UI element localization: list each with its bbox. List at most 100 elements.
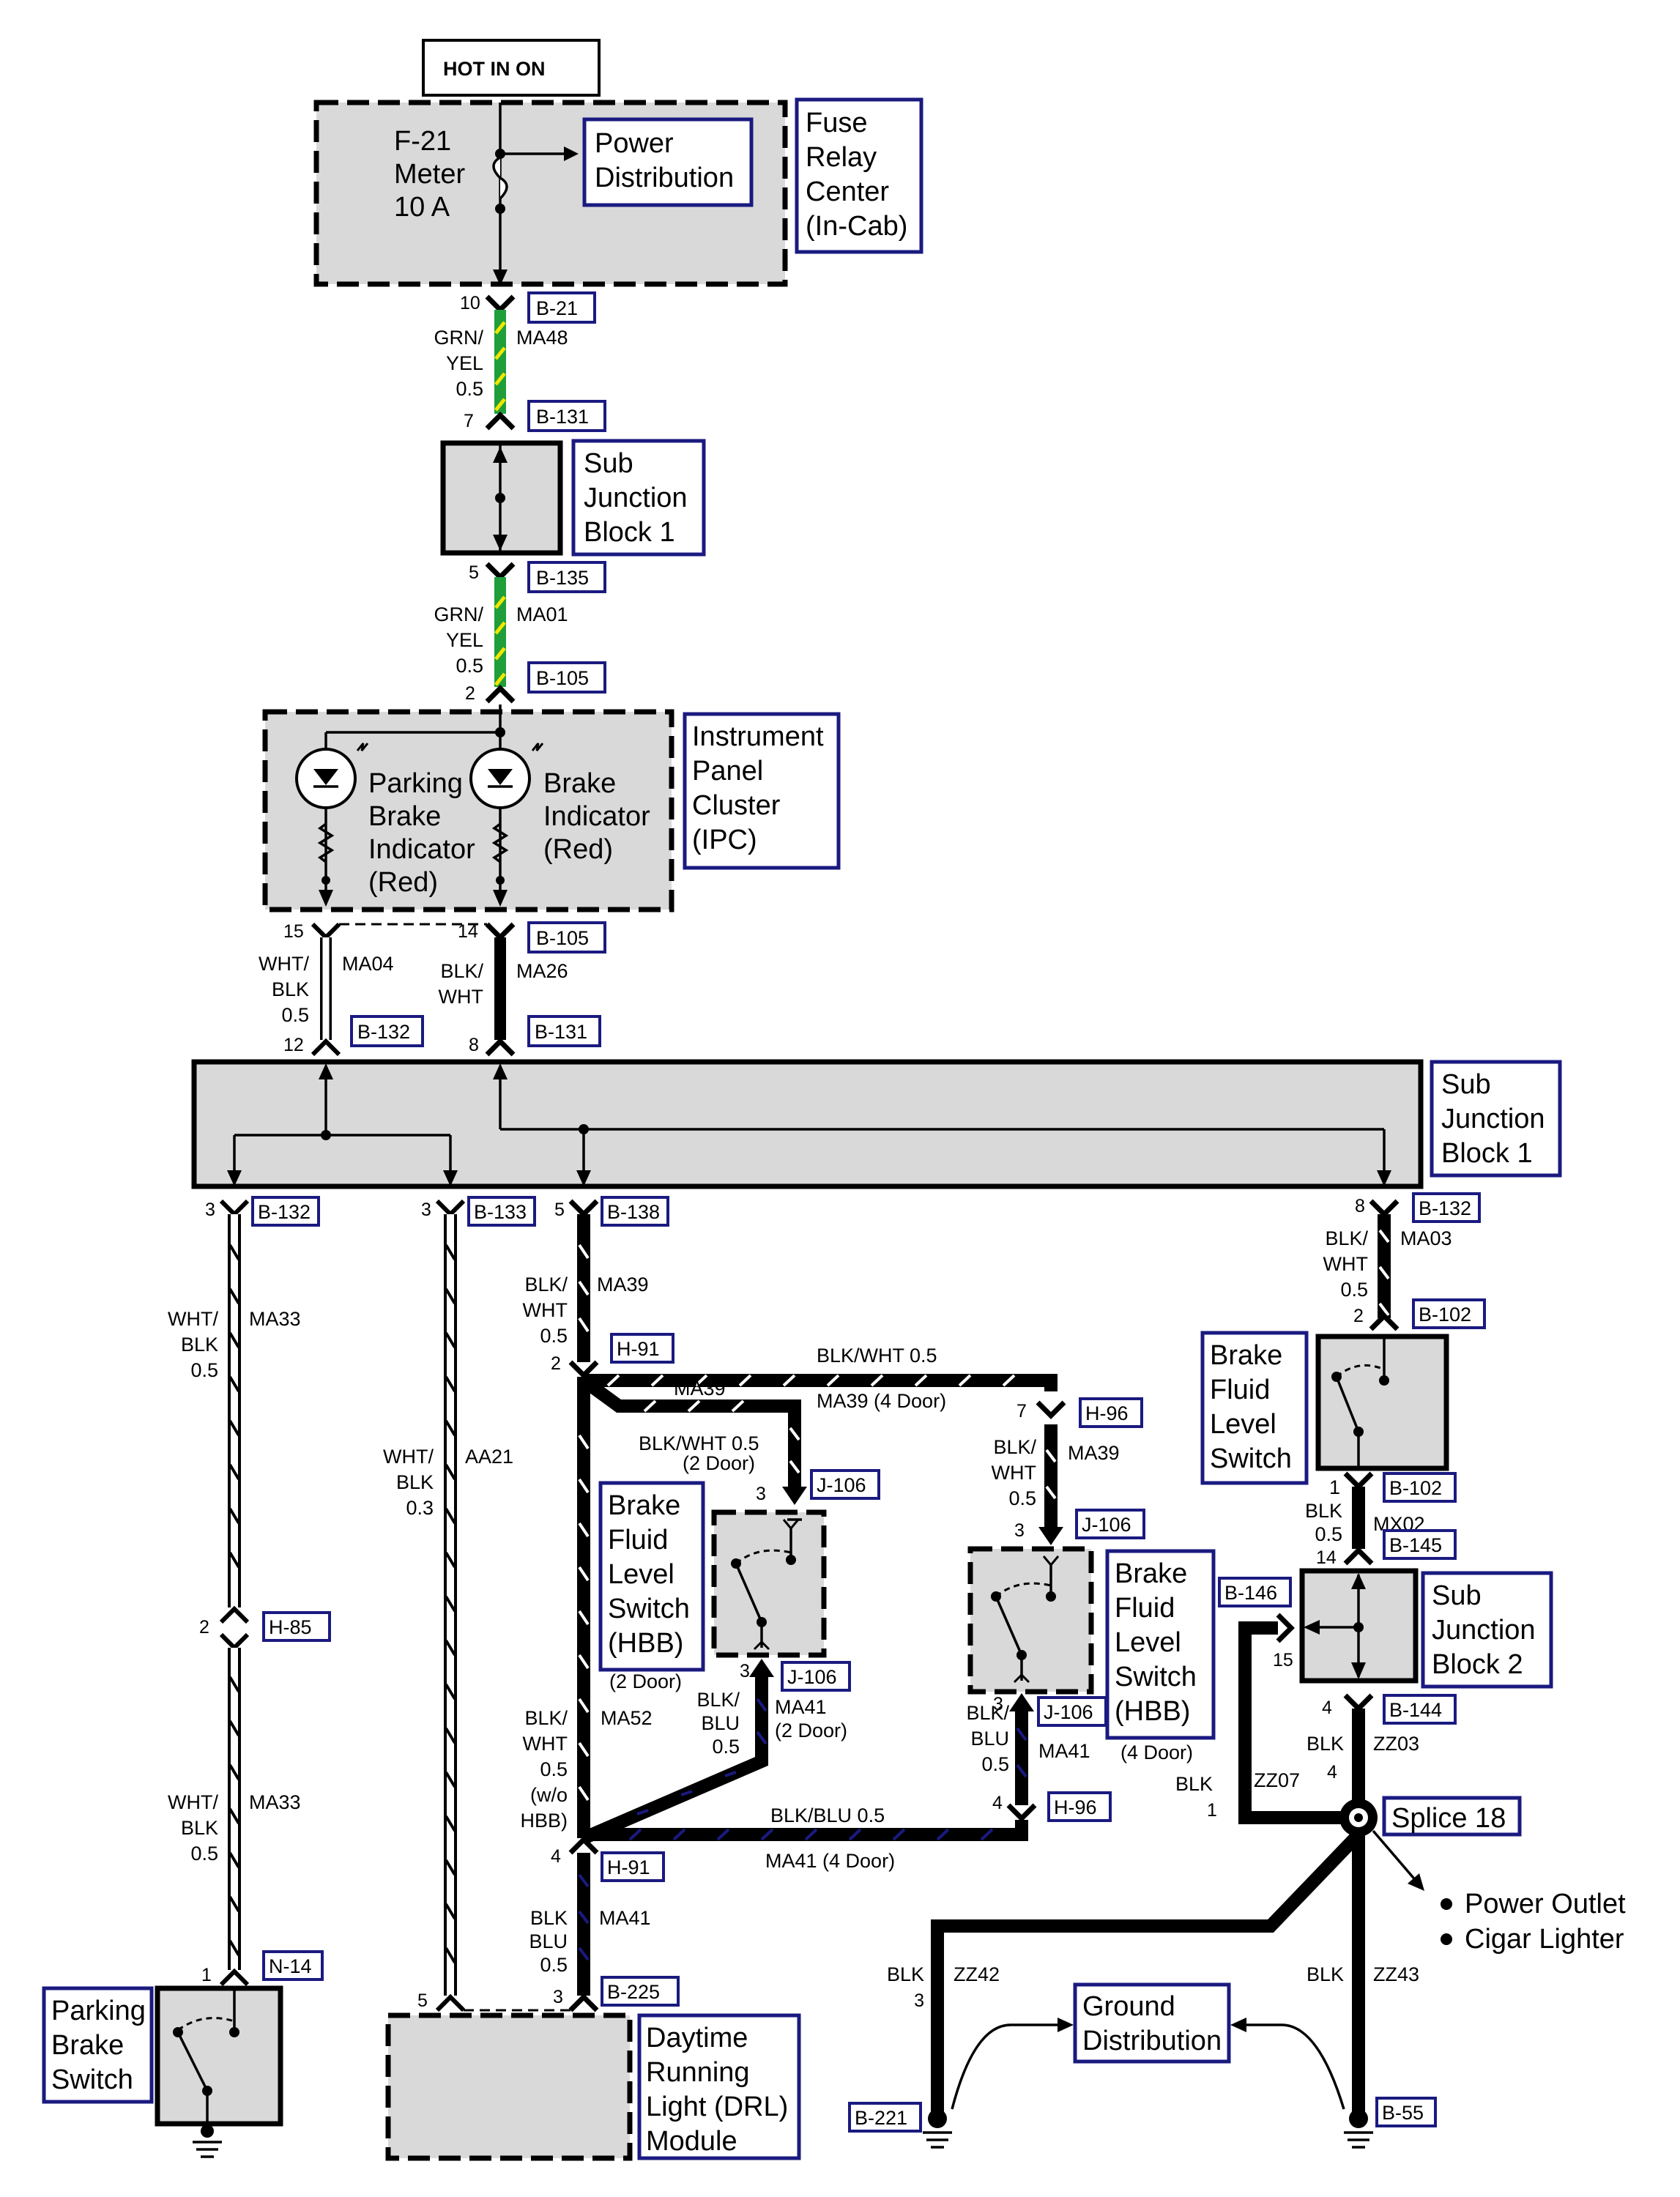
svg-text:0.5: 0.5 [190,1843,218,1865]
svg-text:BLK: BLK [1307,1733,1344,1755]
svg-text:3: 3 [553,1987,563,2007]
svg-text:MA41: MA41 [775,1696,827,1718]
svg-text:BLK: BLK [396,1471,434,1493]
svg-text:YEL: YEL [446,352,483,374]
power-source-label: HOT IN ON [443,58,546,80]
svg-text:0.5: 0.5 [712,1736,740,1758]
svg-text:3: 3 [205,1200,215,1220]
svg-text:ZZ03: ZZ03 [1373,1733,1419,1755]
svg-text:Cigar Lighter: Cigar Lighter [1465,1924,1624,1955]
svg-text:B-131: B-131 [536,406,589,428]
svg-text:2: 2 [465,683,475,704]
ipc-body [262,709,674,912]
svg-text:BLK: BLK [1307,1963,1344,1985]
svg-text:0.5: 0.5 [540,1325,568,1347]
svg-text:H-85: H-85 [269,1616,312,1638]
svg-text:H-91: H-91 [607,1856,650,1878]
svg-text:B-138: B-138 [607,1201,660,1223]
svg-text:B-102: B-102 [1419,1304,1471,1326]
fuse-icon [492,156,508,200]
svg-text:1: 1 [1207,1800,1217,1821]
svg-text:1: 1 [201,1965,212,1985]
svg-text:BLK: BLK [181,1817,218,1839]
svg-text:4: 4 [1327,1762,1337,1782]
svg-text:B-105: B-105 [536,927,589,949]
svg-text:H-96: H-96 [1054,1796,1097,1818]
svg-text:WHT/: WHT/ [168,1791,218,1813]
svg-text:4: 4 [551,1846,561,1867]
svg-text:BLK: BLK [1305,1500,1342,1522]
svg-text:BLK: BLK [181,1334,218,1356]
svg-text:BLK: BLK [272,978,309,1000]
svg-text:B-135: B-135 [536,567,589,589]
svg-text:3: 3 [1014,1520,1025,1541]
svg-text:MA41: MA41 [1038,1740,1090,1762]
svg-text:5: 5 [554,1200,565,1220]
svg-text:WHT/: WHT/ [383,1446,434,1468]
svg-text:0.3: 0.3 [406,1497,434,1519]
svg-text:15: 15 [283,921,304,942]
ground-distribution-box[interactable] [1073,1982,1231,2064]
svg-text:8: 8 [469,1035,479,1055]
svg-text:MA04: MA04 [342,953,394,975]
svg-text:GRN/: GRN/ [434,603,484,625]
svg-text:BLK/: BLK/ [966,1702,1009,1724]
power-distribution-box[interactable] [582,117,754,207]
svg-text:ZZ07: ZZ07 [1254,1769,1300,1791]
svg-text:MA41: MA41 [599,1907,651,1929]
svg-text:0.5: 0.5 [190,1359,218,1381]
svg-text:14: 14 [458,921,478,942]
svg-text:MA39: MA39 [674,1378,726,1399]
svg-text:WHT: WHT [439,986,483,1008]
svg-text:3: 3 [756,1484,766,1504]
svg-text:BLK: BLK [887,1963,924,1985]
svg-text:J-106: J-106 [1082,1514,1131,1536]
svg-text:WHT: WHT [523,1733,568,1755]
svg-text:3: 3 [740,1661,750,1681]
svg-text:10: 10 [460,293,480,313]
fuse-relay-center-label-box [795,97,923,254]
svg-text:MA48: MA48 [516,327,568,349]
svg-text:0.5: 0.5 [281,1004,309,1026]
svg-text:BLK/: BLK/ [993,1436,1036,1458]
svg-text:MA52: MA52 [601,1707,653,1729]
svg-text:MA33: MA33 [249,1791,301,1813]
svg-text:4: 4 [992,1793,1003,1813]
svg-text:3: 3 [421,1200,431,1220]
svg-text:7: 7 [1016,1401,1027,1421]
svg-text:3: 3 [993,1694,1003,1714]
svg-text:H-91: H-91 [617,1338,660,1360]
drl-module-body [385,2012,633,2161]
svg-text:3: 3 [914,1990,924,2011]
svg-text:J-106: J-106 [817,1474,866,1496]
svg-text:Splice 18: Splice 18 [1391,1803,1506,1834]
svg-text:MA01: MA01 [516,603,568,625]
svg-text:MA33: MA33 [249,1308,301,1330]
brake-fluid-level-switch-body [1315,1334,1449,1471]
svg-text:J-106: J-106 [787,1666,837,1688]
svg-text:BLK: BLK [530,1907,568,1929]
svg-text:WHT/: WHT/ [168,1308,218,1330]
svg-text:B-132: B-132 [1419,1197,1471,1219]
svg-text:WHT: WHT [523,1299,568,1321]
svg-text:BLK/: BLK/ [1325,1227,1368,1249]
svg-text:0.5: 0.5 [981,1753,1009,1775]
svg-text:J-106: J-106 [1044,1701,1093,1723]
svg-text:0.5: 0.5 [456,378,483,400]
svg-text:MA03: MA03 [1400,1227,1452,1249]
svg-text:(w/o: (w/o [530,1784,568,1806]
svg-text:B-144: B-144 [1389,1699,1442,1721]
svg-text:(2 Door): (2 Door) [775,1720,847,1741]
